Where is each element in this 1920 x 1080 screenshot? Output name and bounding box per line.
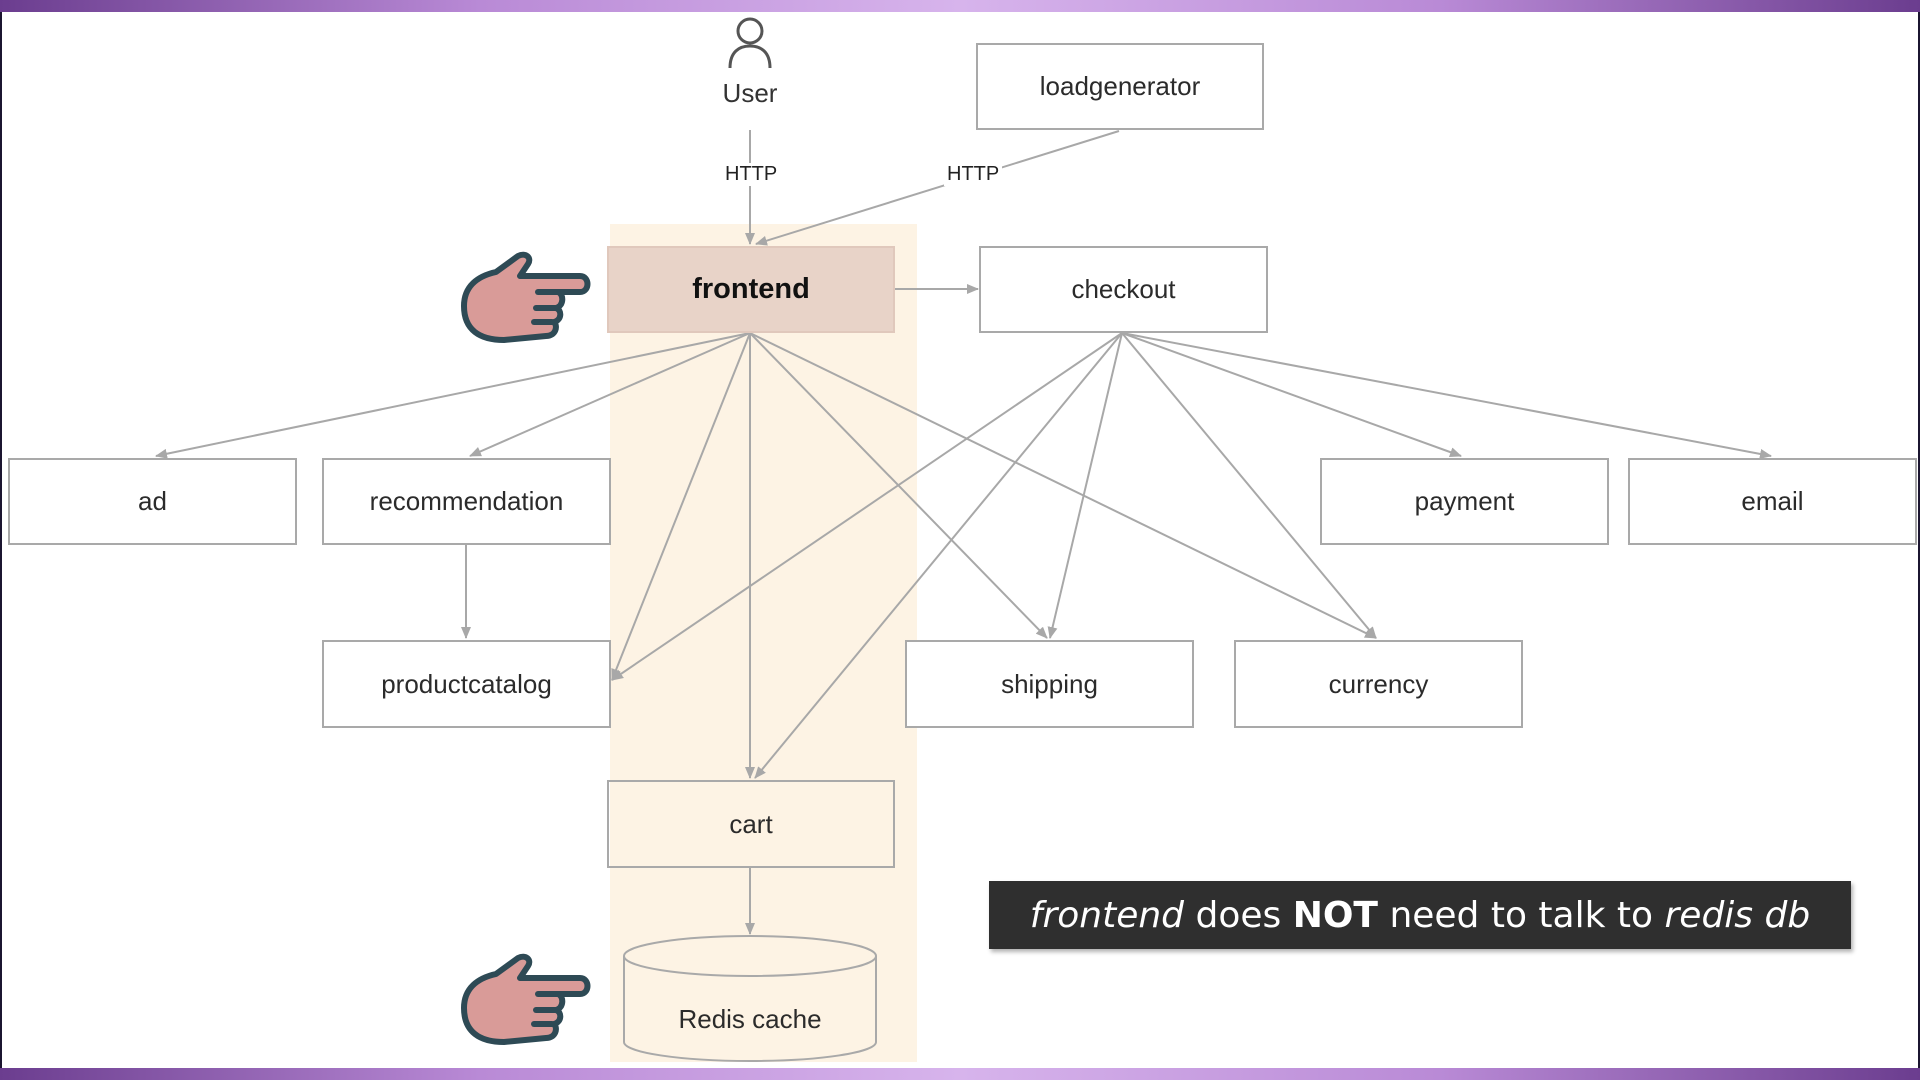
- left-edge: [0, 12, 2, 1068]
- node-shipping: shipping: [905, 640, 1194, 728]
- node-recommendation: recommendation: [322, 458, 611, 545]
- edge-checkout-payment: [1121, 332, 1462, 457]
- bottom-border-bar: [0, 1068, 1920, 1080]
- http-label-loadgenerator: HTTP: [944, 163, 1003, 186]
- edge-loadgenerator-frontend: [755, 130, 1120, 246]
- node-email: email: [1628, 458, 1917, 545]
- redis-cylinder-icon: [623, 935, 877, 1062]
- user-label: User: [722, 78, 778, 108]
- pointing-hand-icon: [461, 251, 591, 343]
- node-cart: cart: [607, 780, 895, 868]
- user-icon: [728, 17, 772, 69]
- caption-banner: frontend does NOT need to talk to redis …: [989, 881, 1851, 949]
- caption-not: NOT: [1292, 894, 1378, 936]
- node-ad: ad: [8, 458, 297, 545]
- node-redis-label: Redis cache: [678, 1004, 822, 1034]
- edge-checkout-productcatalog: [611, 332, 1123, 681]
- node-payment: payment: [1320, 458, 1609, 545]
- http-label-user: HTTP: [722, 163, 781, 186]
- caption-frontend: frontend: [1029, 894, 1185, 936]
- edge-frontend-ad: [155, 332, 751, 459]
- right-edge: [1918, 12, 1920, 1068]
- edge-frontend-currency: [749, 332, 1377, 639]
- pointing-hand-icon: [461, 953, 591, 1045]
- caption-text: does: [1184, 894, 1293, 936]
- edge-checkout-shipping: [1047, 332, 1123, 639]
- node-checkout: checkout: [979, 246, 1268, 333]
- edge-frontend-recommendation: [469, 332, 751, 457]
- edge-checkout-cart: [754, 332, 1123, 779]
- caption-text: need to talk to: [1378, 894, 1665, 936]
- top-border-bar: [0, 0, 1920, 12]
- node-frontend: frontend: [607, 246, 895, 333]
- node-currency: currency: [1234, 640, 1523, 728]
- node-productcatalog: productcatalog: [322, 640, 611, 728]
- edge-checkout-currency: [1121, 332, 1377, 639]
- node-loadgenerator: loadgenerator: [976, 43, 1264, 130]
- edge-frontend-productcatalog: [611, 332, 751, 681]
- edge-checkout-email: [1121, 332, 1772, 459]
- caption-redis-db: redis db: [1664, 894, 1811, 936]
